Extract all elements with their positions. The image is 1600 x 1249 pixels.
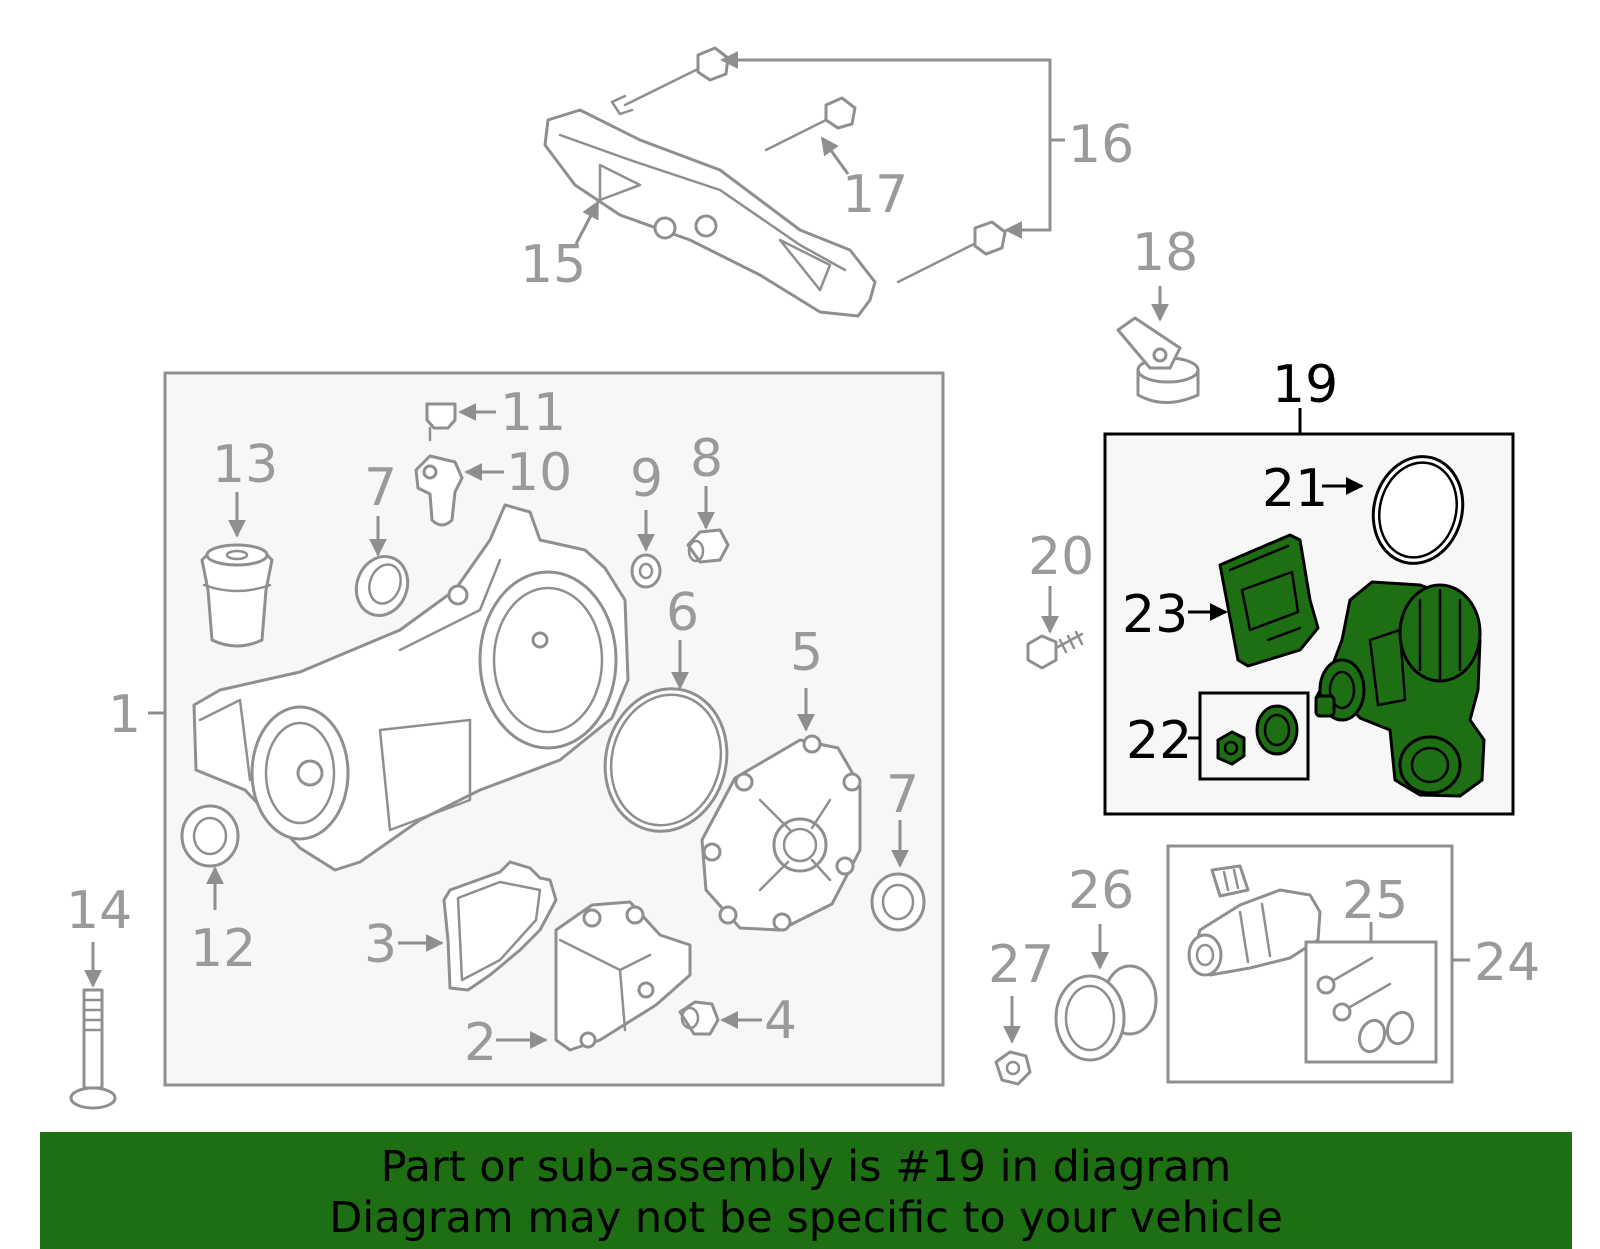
bushing-13 — [200, 543, 274, 648]
callout-10: 10 — [506, 443, 572, 503]
cover-2 — [554, 900, 692, 1052]
callout-13: 13 — [212, 435, 278, 495]
callout-18: 18 — [1132, 223, 1198, 283]
callout-24: 24 — [1474, 933, 1540, 993]
callout-23: 23 — [1122, 585, 1188, 645]
gasket-3 — [442, 860, 558, 992]
callout-7-upper: 7 — [364, 458, 397, 518]
callout-25: 25 — [1342, 871, 1408, 931]
coupling-unit-19 — [1314, 580, 1486, 798]
callout-21: 21 — [1262, 459, 1328, 519]
footer-line-1: Part or sub-assembly is #19 in diagram — [380, 1142, 1232, 1192]
crossmember-bolt-upper — [610, 46, 730, 116]
callout-12: 12 — [190, 919, 256, 979]
plug-11 — [425, 402, 457, 442]
oring-21 — [1371, 455, 1465, 565]
seal-12 — [180, 804, 240, 868]
callout-9: 9 — [630, 449, 663, 509]
crossmember-bolt-lower — [896, 220, 1007, 284]
actuator-24 — [1187, 864, 1322, 977]
callout-6: 6 — [666, 583, 699, 643]
crossmember-bolt-mid — [764, 96, 857, 152]
stud-14 — [69, 988, 117, 1110]
hardware-kit-25 — [1316, 956, 1415, 1054]
mount-bushing — [1116, 316, 1200, 404]
oring-6 — [603, 687, 729, 833]
callout-3: 3 — [364, 915, 397, 975]
callout-15: 15 — [520, 235, 586, 295]
seal-26 — [1054, 964, 1158, 1062]
sensor-10 — [414, 454, 464, 527]
callout-7-lower: 7 — [886, 765, 919, 825]
plug-4 — [678, 1000, 720, 1036]
callout-11: 11 — [500, 383, 566, 443]
control-module-23 — [1218, 533, 1320, 668]
callout-8: 8 — [690, 429, 723, 489]
callout-2: 2 — [464, 1013, 497, 1073]
callout-20: 20 — [1028, 527, 1094, 587]
callout-1: 1 — [108, 685, 141, 745]
washer-9 — [630, 553, 662, 589]
bolt-20 — [1026, 630, 1084, 670]
cover-5 — [700, 734, 862, 932]
seal-22 — [1255, 704, 1299, 756]
callout-4: 4 — [764, 991, 797, 1051]
footer-line-2: Diagram may not be specific to your vehi… — [329, 1193, 1283, 1243]
callout-17: 17 — [842, 165, 908, 225]
footer-banner: Part or sub-assembly is #19 in diagram D… — [40, 1132, 1572, 1249]
callout-19: 19 — [1272, 355, 1338, 415]
seal-7-upper — [354, 555, 410, 617]
crossmember-bracket — [543, 108, 877, 318]
differential-housing — [192, 503, 630, 872]
seal-7-lower — [870, 872, 926, 932]
callout-16: 16 — [1068, 115, 1134, 175]
nut-22 — [1216, 730, 1246, 766]
callout-14: 14 — [66, 881, 132, 941]
callout-5: 5 — [790, 623, 823, 683]
callout-27: 27 — [988, 935, 1054, 995]
nut-27 — [994, 1050, 1032, 1086]
callout-22: 22 — [1126, 711, 1192, 771]
callout-26: 26 — [1068, 861, 1134, 921]
plug-8 — [686, 528, 730, 564]
